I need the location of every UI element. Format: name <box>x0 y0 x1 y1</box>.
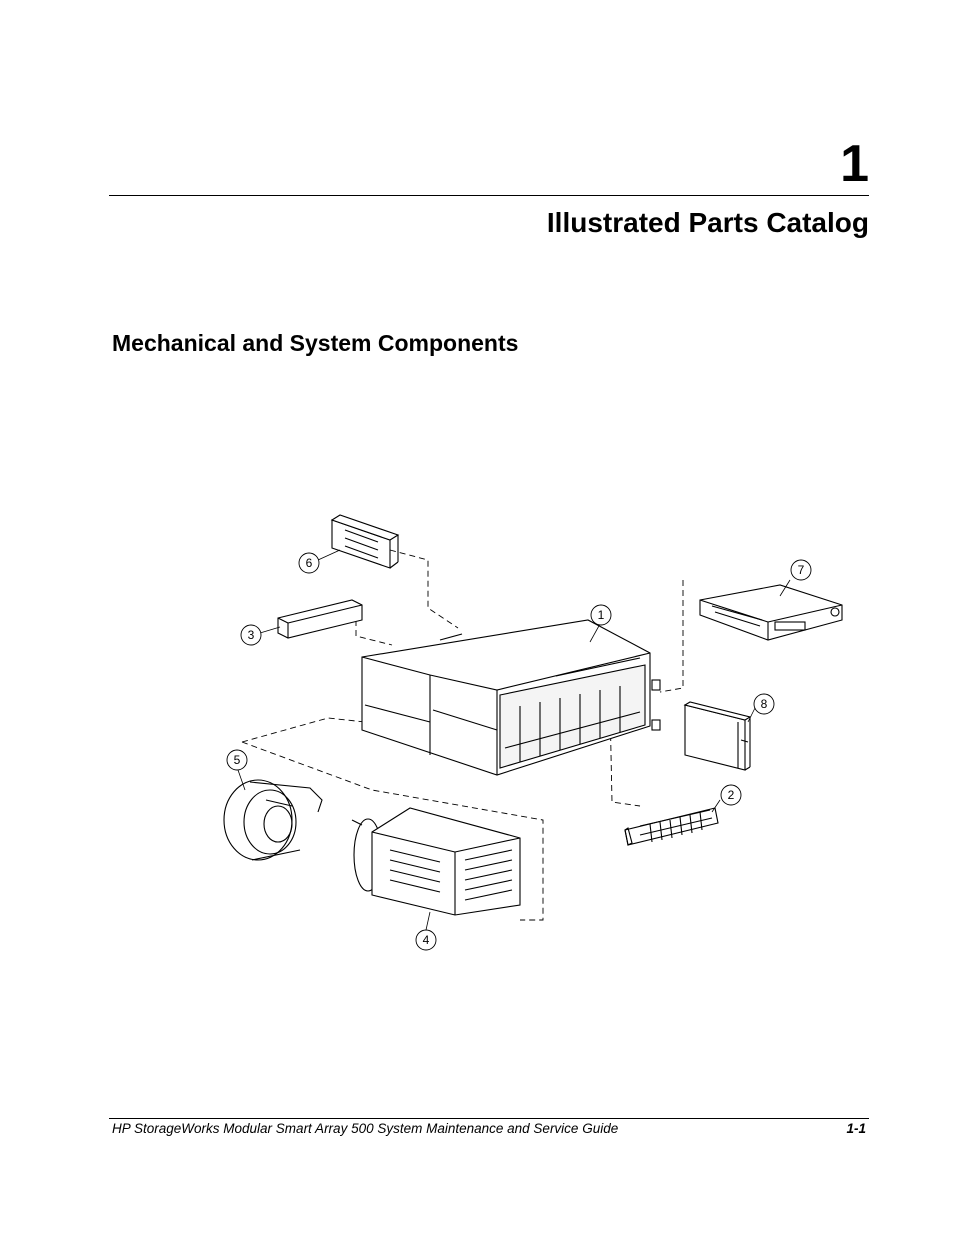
callout-6: 6 <box>306 556 313 570</box>
section-heading: Mechanical and System Components <box>112 330 519 356</box>
part-8-module <box>683 701 752 771</box>
chapter-number: 1 <box>840 135 869 193</box>
part-4-fan-assembly <box>351 807 521 916</box>
part-1-chassis <box>361 619 661 776</box>
callout-leaders <box>237 549 791 931</box>
callout-circles <box>226 552 812 951</box>
callout-2: 2 <box>728 788 735 802</box>
callout-5: 5 <box>234 753 241 767</box>
footer-document-title: HP StorageWorks Modular Smart Array 500 … <box>112 1121 619 1136</box>
footer-rule <box>109 1118 869 1119</box>
callout-3: 3 <box>248 628 255 642</box>
callout-7: 7 <box>798 563 805 577</box>
chapter-title: Illustrated Parts Catalog <box>546 207 869 238</box>
part-7-drive <box>699 584 843 641</box>
part-3-bar <box>277 599 363 639</box>
footer-page-number: 1-1 <box>846 1121 866 1136</box>
callout-4: 4 <box>423 933 430 947</box>
chapter-rule <box>109 195 869 196</box>
part-6-module <box>330 514 400 569</box>
assembly-lines <box>241 549 684 921</box>
callout-1: 1 <box>598 608 605 622</box>
part-5-blower <box>223 779 323 861</box>
part-2-board <box>624 807 719 846</box>
callout-8: 8 <box>761 697 768 711</box>
